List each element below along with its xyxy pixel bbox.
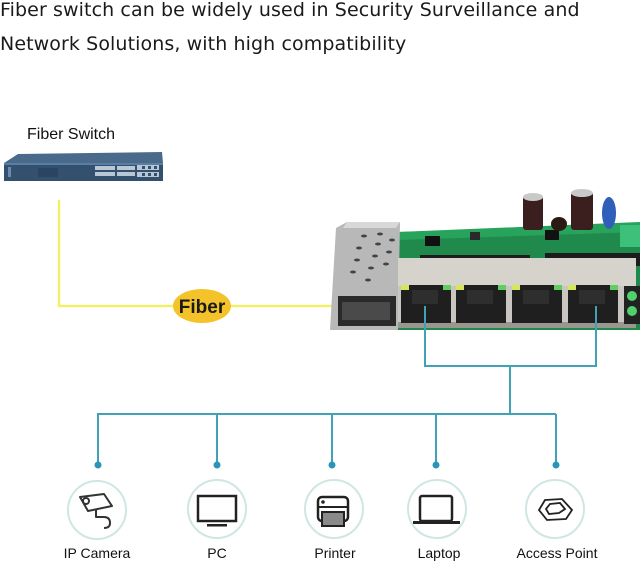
rack-switch-icon <box>4 152 163 181</box>
fiber-switch-label: Fiber Switch <box>27 126 116 143</box>
switch-board-icon <box>330 189 640 330</box>
monitor-icon <box>196 494 238 527</box>
access-point-icon <box>537 498 574 521</box>
device-printer <box>304 479 364 539</box>
fiber-badge: Fiber <box>173 289 231 323</box>
headline-line-2: Network Solutions, with high compatibili… <box>0 33 407 55</box>
device-label-ip-camera: IP Camera <box>63 545 131 561</box>
device-label-pc: PC <box>207 545 227 561</box>
headline-line-1: Fiber switch can be widely used in Secur… <box>0 0 580 21</box>
rj45-port-3 <box>512 285 562 323</box>
printer-icon <box>316 495 350 527</box>
rj45-port-4 <box>568 285 618 323</box>
ip-camera-icon <box>79 493 113 529</box>
device-label-laptop: Laptop <box>417 545 461 561</box>
device-label-access-point: Access Point <box>516 545 598 561</box>
device-label-printer: Printer <box>314 545 356 561</box>
laptop-icon <box>413 494 460 524</box>
device-laptop <box>407 479 467 539</box>
device-ip-camera <box>67 480 127 540</box>
fiber-link-line <box>57 200 345 308</box>
device-access-point <box>525 479 585 539</box>
line-endpoints <box>94 461 560 469</box>
network-lines <box>97 306 597 465</box>
rj45-port-2 <box>456 285 506 323</box>
device-pc <box>187 479 247 539</box>
fiber-badge-label: Fiber <box>179 297 226 318</box>
